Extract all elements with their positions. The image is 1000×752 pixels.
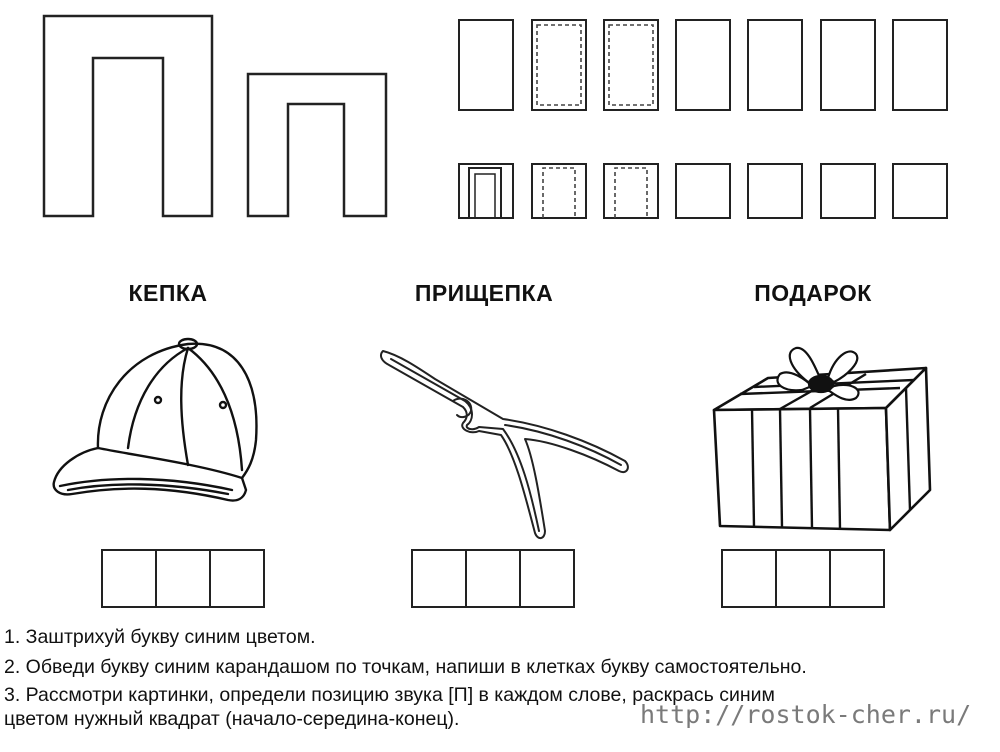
lowercase-letter-outline[interactable]: [246, 72, 388, 218]
writing-grid-top-row: [458, 19, 948, 111]
word-label-podarok: ПОДАРОК: [754, 280, 872, 306]
sound-square-middle[interactable]: [155, 549, 211, 608]
sound-square-end[interactable]: [209, 549, 265, 608]
sound-position-squares-kepka: [101, 549, 265, 608]
sound-square-beginning[interactable]: [411, 549, 467, 608]
instruction-3: 3. Рассмотри картинки, определи позицию …: [4, 684, 775, 706]
writing-grid-bottom-row: [458, 163, 948, 219]
instruction-3-continued: цветом нужный квадрат (начало-середина-к…: [4, 708, 460, 730]
sound-square-end[interactable]: [829, 549, 885, 608]
sound-square-beginning[interactable]: [721, 549, 777, 608]
word-label-prishchepka: ПРИЩЕПКА: [414, 280, 554, 306]
instruction-2: 2. Обведи букву синим карандашом по точк…: [4, 656, 807, 678]
cap-illustration: [52, 337, 258, 502]
sound-square-end[interactable]: [519, 549, 575, 608]
watermark-url: http://rostok-cher.ru/: [640, 700, 972, 729]
sound-square-beginning[interactable]: [101, 549, 157, 608]
sound-square-middle[interactable]: [775, 549, 831, 608]
instruction-1: 1. Заштрихуй букву синим цветом.: [4, 626, 316, 648]
gift-illustration: [712, 346, 932, 532]
sound-position-squares-prishchepka: [411, 549, 575, 608]
uppercase-letter-outline[interactable]: [42, 14, 214, 218]
sound-square-middle[interactable]: [465, 549, 521, 608]
sound-position-squares-podarok: [721, 549, 885, 608]
word-label-kepka: КЕПКА: [128, 280, 208, 306]
clothespin-illustration: [380, 350, 629, 539]
